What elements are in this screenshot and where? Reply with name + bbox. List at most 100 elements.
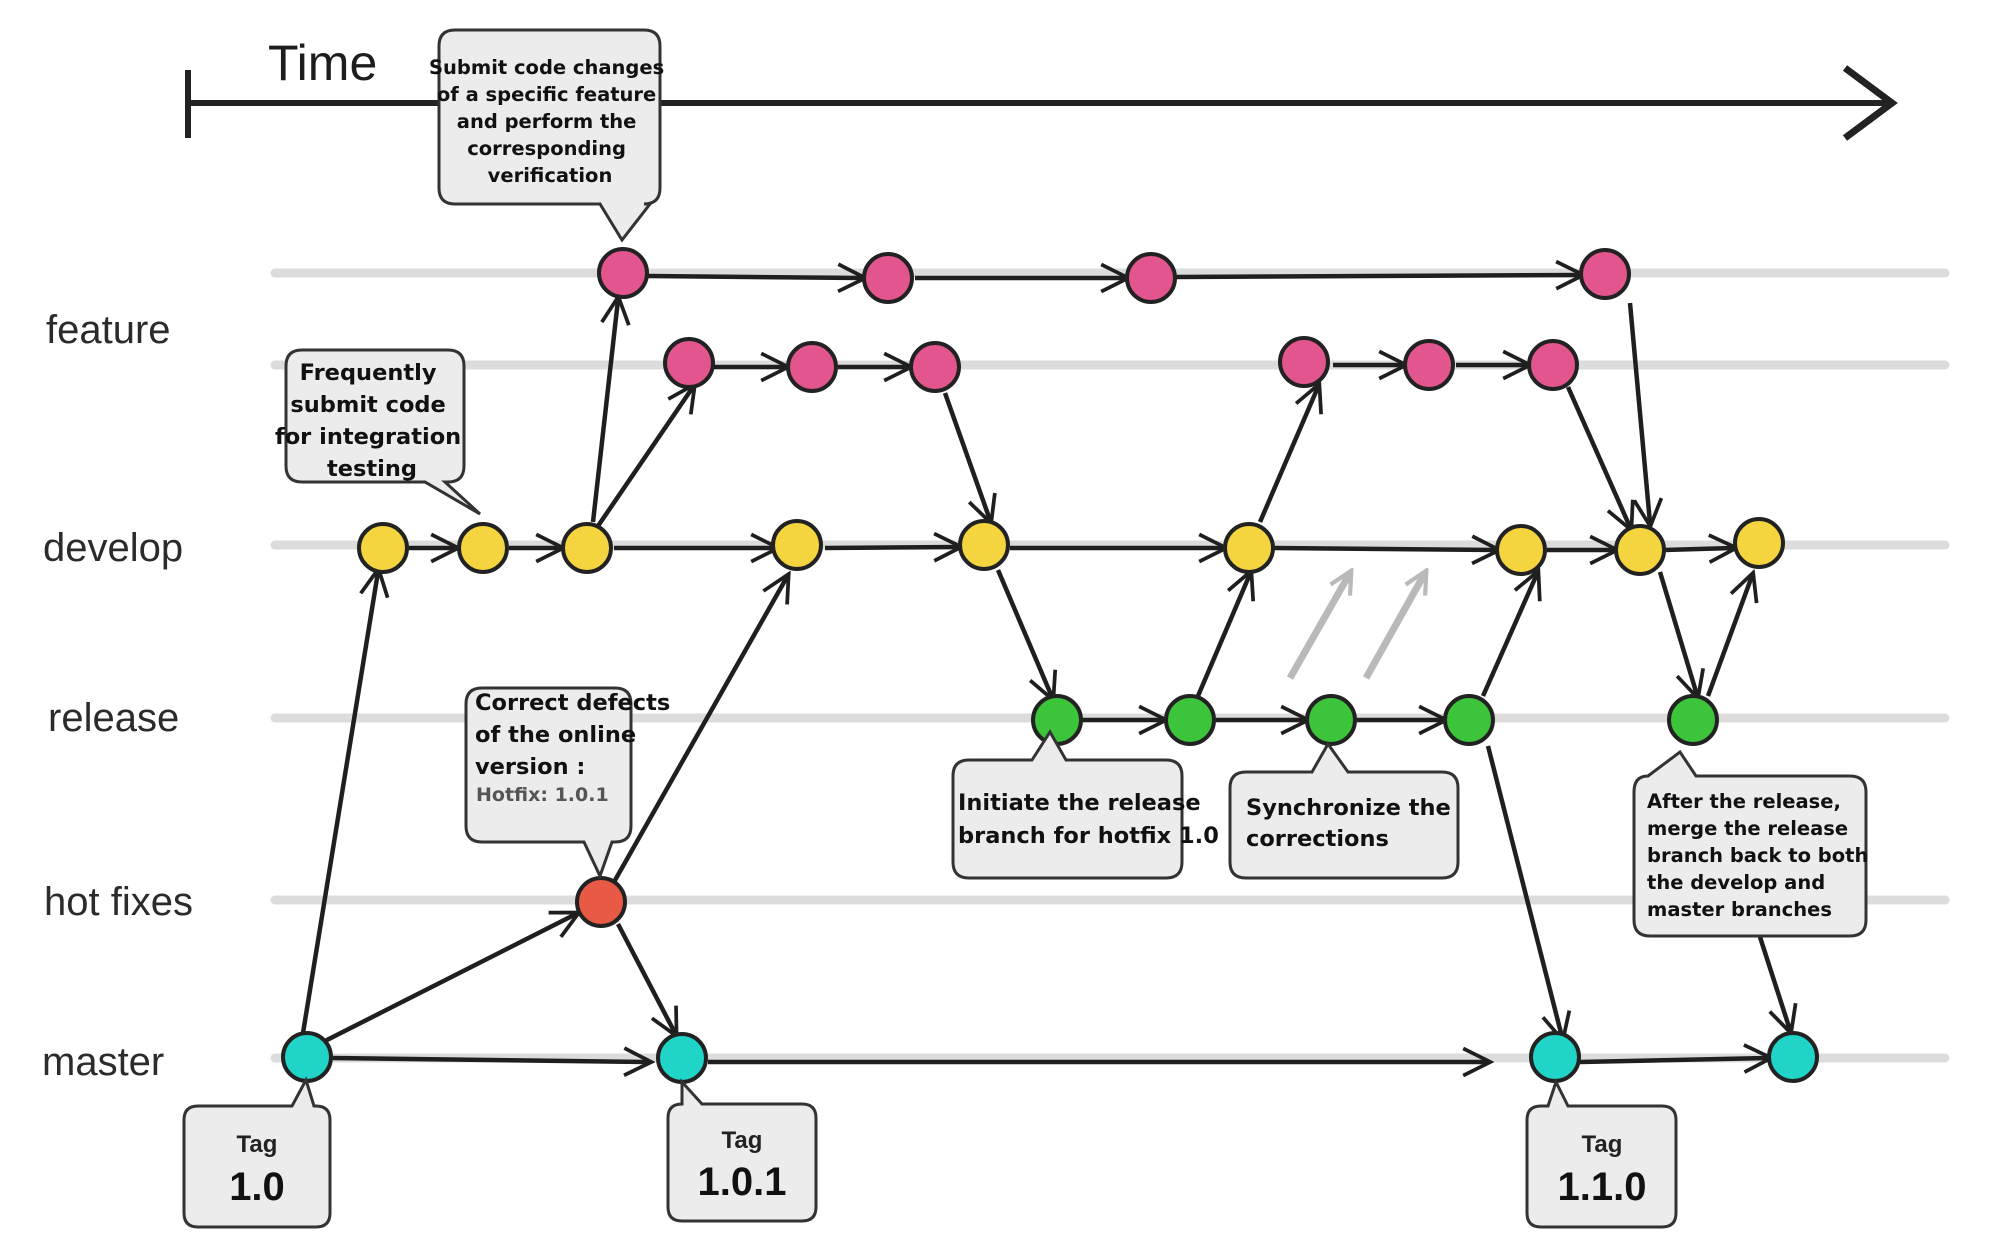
svg-text:Initiate the release bra: Initiate the release branch for hotfix 1…	[958, 790, 1219, 849]
callout-line: branch for hotfix 1.0	[958, 823, 1219, 849]
lane-label-develop: develop	[43, 526, 183, 570]
tag-version: 1.1.0	[1558, 1165, 1647, 1209]
lane-label-master: master	[42, 1040, 164, 1084]
develop-commit	[958, 519, 1010, 571]
feature-commit	[1579, 248, 1631, 300]
svg-text:Correct defects of the o: Correct defects of the online version :	[475, 690, 678, 780]
arrow	[647, 276, 862, 278]
master-commit	[281, 1031, 333, 1083]
develop-commit	[771, 519, 823, 571]
arrow	[300, 572, 378, 1034]
release-commit	[1667, 694, 1719, 746]
arrow	[942, 392, 990, 520]
feature-commit	[1278, 336, 1330, 388]
callout-line: merge the release	[1647, 817, 1848, 840]
callout-line: verification	[488, 164, 613, 187]
feature-commit	[1527, 339, 1579, 391]
arrow	[1627, 302, 1650, 523]
develop-commit	[561, 522, 613, 574]
svg-text:Synchronize the correcti: Synchronize the corrections	[1246, 795, 1459, 852]
develop-commit	[1733, 517, 1785, 569]
callout-frequent-submit: Frequently submit code for integration t…	[275, 348, 482, 516]
master-commit	[1767, 1031, 1819, 1083]
callout-line: and perform the	[457, 110, 637, 133]
feature-commit	[862, 252, 914, 304]
feature-commit	[909, 341, 961, 393]
callout-line: version :	[475, 754, 585, 780]
develop-commit	[1223, 522, 1275, 574]
arrow	[1757, 936, 1790, 1030]
callout-line: of the online	[475, 722, 636, 748]
develop-commit	[457, 522, 509, 574]
hotfix-commit	[575, 876, 627, 928]
tag-box-3: Tag 1.1.0	[1525, 1078, 1678, 1229]
sync-arrow	[1362, 573, 1425, 680]
arrow	[596, 387, 693, 528]
time-axis-arrowhead	[1842, 65, 1898, 141]
master-commit	[1529, 1031, 1581, 1083]
lane-label-hotfixes: hot fixes	[44, 880, 193, 924]
callout-line: master branches	[1647, 898, 1832, 921]
arrow	[995, 569, 1052, 697]
develop-commit	[1495, 524, 1547, 576]
feature-commit	[1125, 252, 1177, 304]
arrow	[612, 577, 787, 884]
callout-after-release: After the release, merge the release bra…	[1632, 749, 1875, 938]
svg-text:Submit code changes of a: Submit code changes of a specific featur…	[429, 56, 671, 187]
release-commit	[1164, 694, 1216, 746]
tag-caption: Tag	[237, 1131, 278, 1158]
tag-box-1: Tag 1.0	[182, 1076, 332, 1229]
callout-line: Frequently	[300, 360, 437, 386]
callout-line: Submit code changes	[429, 56, 664, 79]
arrow	[1480, 574, 1537, 697]
arrow	[1257, 387, 1318, 523]
callout-line: Correct defects	[475, 690, 670, 716]
arrow	[1273, 548, 1496, 550]
callout-line: corrections	[1246, 826, 1389, 852]
sync-arrow	[1286, 573, 1350, 680]
callout-correct-defects: Correct defects of the online version : …	[464, 686, 678, 880]
arrow	[1657, 571, 1697, 695]
svg-text:Frequently submit code: Frequently submit code for integration t…	[275, 360, 469, 482]
callout-line: for integration	[275, 424, 461, 450]
develop-commit	[357, 522, 409, 574]
svg-text:After the release, merge: After the release, merge the release bra…	[1647, 790, 1875, 921]
arrow	[321, 914, 576, 1045]
callout-subline: Hotfix: 1.0.1	[476, 784, 609, 806]
arrow	[1195, 574, 1250, 697]
tag-caption: Tag	[1582, 1131, 1623, 1158]
callout-line: the develop and	[1647, 871, 1825, 894]
arrow	[332, 1058, 648, 1062]
callout-line: testing	[327, 456, 417, 482]
develop-commit	[1614, 524, 1666, 576]
arrow	[824, 547, 958, 548]
tag-version: 1.0	[229, 1165, 285, 1209]
tag-version: 1.0.1	[698, 1160, 787, 1204]
callout-synchronize: Synchronize the corrections	[1228, 741, 1460, 880]
release-commit	[1031, 694, 1083, 746]
arrow	[1565, 386, 1630, 527]
callout-line: submit code	[290, 392, 445, 418]
master-commit	[656, 1032, 708, 1084]
callout-line: of a specific feature	[437, 83, 656, 106]
feature-commit	[786, 341, 838, 393]
release-commit	[1305, 694, 1357, 746]
arrow	[1579, 1058, 1768, 1062]
tag-box-2: Tag 1.0.1	[666, 1078, 818, 1223]
callout-line: Synchronize the	[1246, 795, 1451, 821]
callout-line: After the release,	[1647, 790, 1841, 813]
arrow	[1663, 548, 1733, 550]
feature-commit	[1403, 339, 1455, 391]
arrow	[590, 300, 618, 523]
feature-commit	[597, 247, 649, 299]
feature-commit	[663, 337, 715, 389]
lane-label-release: release	[48, 696, 179, 740]
callout-line: Initiate the release	[958, 790, 1201, 816]
arrow	[1705, 576, 1752, 697]
callout-feature-submit: Submit code changes of a specific featur…	[429, 28, 671, 243]
arrow	[616, 922, 675, 1033]
lane-label-feature: feature	[46, 308, 171, 352]
arrow	[1175, 275, 1580, 277]
arrow	[1485, 745, 1562, 1037]
